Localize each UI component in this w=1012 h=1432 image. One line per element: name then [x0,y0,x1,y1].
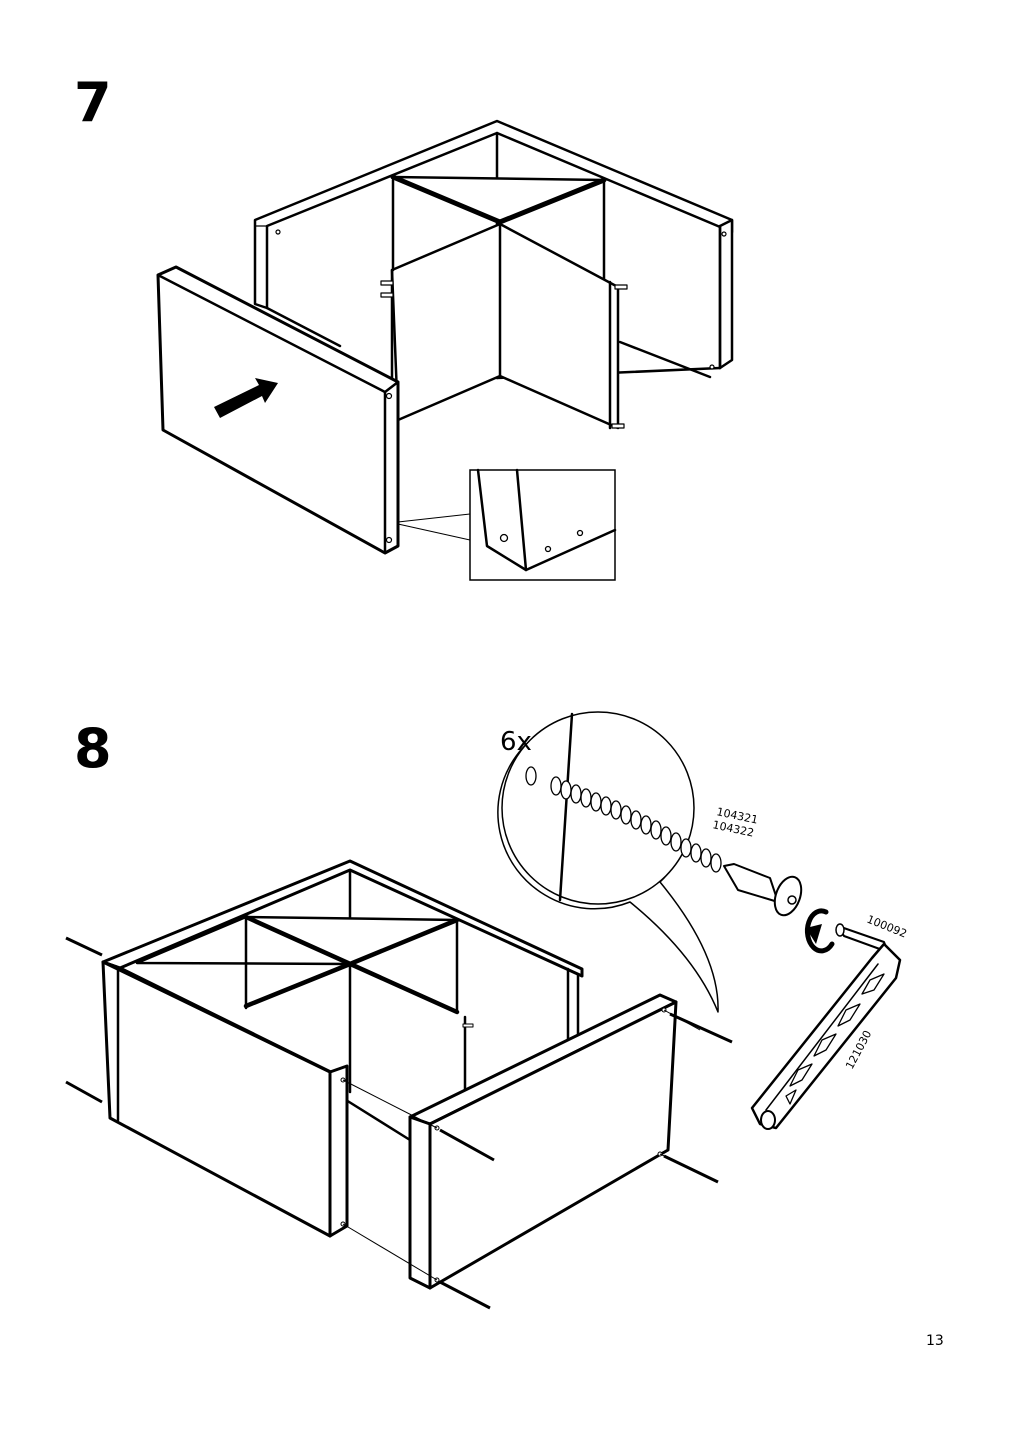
step-7-illustration [156,119,734,581]
divider-vertical [390,222,620,430]
left-panel-face [101,960,332,1238]
page-number: 13 [926,1333,944,1349]
right-panel-edge [718,218,734,370]
tool-code: 100092 [865,913,909,941]
side-panel-left [156,265,400,555]
screws [65,936,733,1310]
right-panel-edge [408,1115,432,1290]
push-arrow-icon [214,378,278,418]
step-8-illustration: 6x 104321 104322 100092 121030 [65,711,909,1310]
right-panel-face [428,1000,678,1290]
step-8-number: 8 [74,717,112,780]
detail-callout [397,468,617,581]
divider-horizontal [391,175,606,224]
quantity-label: 6x [500,727,532,757]
wrench-tool-icon [750,942,902,1130]
rotate-clockwise-icon [804,908,835,954]
dowel-pins [380,280,628,429]
step-7-number: 7 [74,71,112,134]
left-panel-edge [328,1064,349,1238]
fitting-detail-circle [497,711,803,1013]
